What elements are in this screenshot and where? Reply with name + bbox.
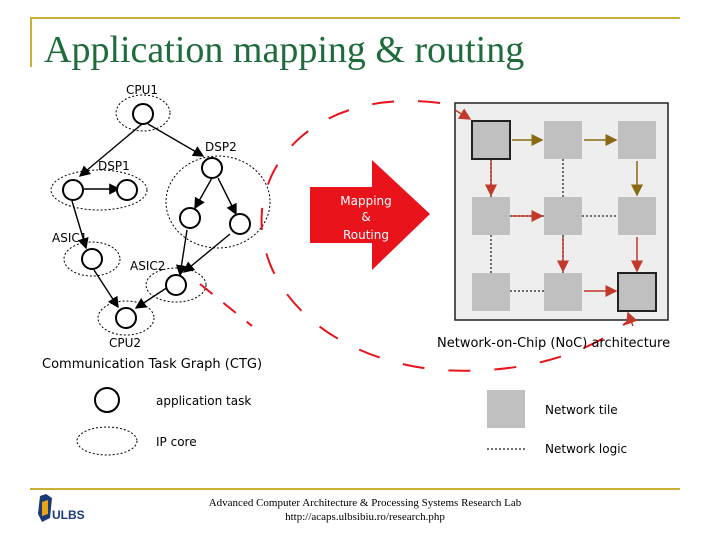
routing-label: Routing: [343, 228, 389, 242]
tile-1-0: [472, 197, 510, 235]
ip-core-cpu2: [97, 300, 155, 336]
frame-left-line: [30, 17, 32, 67]
label-dsp2: DSP2: [205, 140, 237, 154]
edge-asic1-cpu2: [93, 269, 119, 309]
mapping-diagram: CPU1 DSP1 DSP2 ASIC1 ASIC2 CPU2 Communic…: [42, 83, 670, 456]
logo-text: ULBS: [52, 508, 85, 522]
legend-ip-core-icon: [76, 426, 138, 456]
ip-core-dsp2: [165, 155, 271, 249]
legend-tile-icon: [487, 390, 525, 428]
task-dsp2-c: [229, 213, 251, 235]
task-cpu2: [115, 307, 137, 329]
ip-core-asic1: [63, 241, 121, 277]
edge-asic2-internal: [182, 233, 231, 273]
legend-ip-core-label: IP core: [156, 435, 197, 449]
mapping-label: Mapping: [340, 194, 392, 208]
task-dsp2-a: [201, 157, 223, 179]
mapping-dashed-ellipse: [260, 99, 633, 372]
ctg-caption: Communication Task Graph (CTG): [42, 357, 262, 372]
legend-task-label: application task: [156, 394, 251, 408]
tile-2-0: [472, 273, 510, 311]
mapping-dashed-tail: [199, 283, 253, 327]
edge-dsp2-asic2: [175, 229, 188, 277]
legend-tile-label: Network tile: [545, 403, 618, 417]
tile-0-0: [471, 120, 511, 160]
frame-bottom-line: [30, 488, 680, 490]
edge-asic2-cpu2: [134, 286, 169, 309]
tile-1-1: [544, 197, 582, 235]
tile-0-2: [618, 121, 656, 159]
ctg-task-nodes: [62, 103, 251, 329]
footer-lab-name: Advanced Computer Architecture & Process…: [208, 497, 522, 509]
task-cpu1: [132, 103, 154, 125]
task-dsp1-b: [116, 179, 138, 201]
edge-cpu1-dsp2: [147, 123, 205, 157]
label-asic1: ASIC1: [52, 231, 87, 245]
ip-core-cpu1: [115, 94, 171, 132]
ip-core-dsp1: [50, 169, 148, 211]
label-cpu1: CPU1: [126, 83, 158, 97]
noc-routing-links: [454, 108, 643, 327]
tile-2-1: [544, 273, 582, 311]
edge-dsp2-left: [194, 177, 213, 210]
noc-tiles: [471, 120, 657, 312]
label-dsp1: DSP1: [98, 159, 130, 173]
footer: Advanced Computer Architecture & Process…: [150, 496, 580, 524]
legend-logic-label: Network logic: [545, 442, 627, 456]
label-cpu2: CPU2: [109, 336, 141, 350]
frame-top-line: [30, 17, 680, 19]
footer-url[interactable]: http://acaps.ulbsibiu.ro/research.php: [285, 511, 445, 523]
edge-cpu1-dsp1: [78, 123, 143, 177]
edge-dsp2-right: [217, 177, 237, 216]
tile-1-2: [618, 197, 656, 235]
task-dsp2-b: [179, 207, 201, 229]
noc-mapping-links: [512, 134, 643, 197]
task-asic2: [165, 274, 187, 296]
mapping-routing-arrow: [310, 160, 430, 270]
tile-2-2: [617, 272, 657, 312]
edge-dsp1-asic1: [71, 200, 89, 250]
task-dsp1-a: [62, 179, 84, 201]
tile-0-1: [544, 121, 582, 159]
noc-caption: Network-on-Chip (NoC) architecture: [437, 336, 670, 351]
legend-task-icon: [94, 387, 120, 413]
page-title: Application mapping & routing: [44, 29, 525, 71]
university-logo: [38, 494, 52, 522]
mapping-amp: &: [361, 210, 370, 224]
task-asic1: [81, 248, 103, 270]
label-asic2: ASIC2: [130, 259, 165, 273]
ctg-edges: [71, 123, 237, 309]
